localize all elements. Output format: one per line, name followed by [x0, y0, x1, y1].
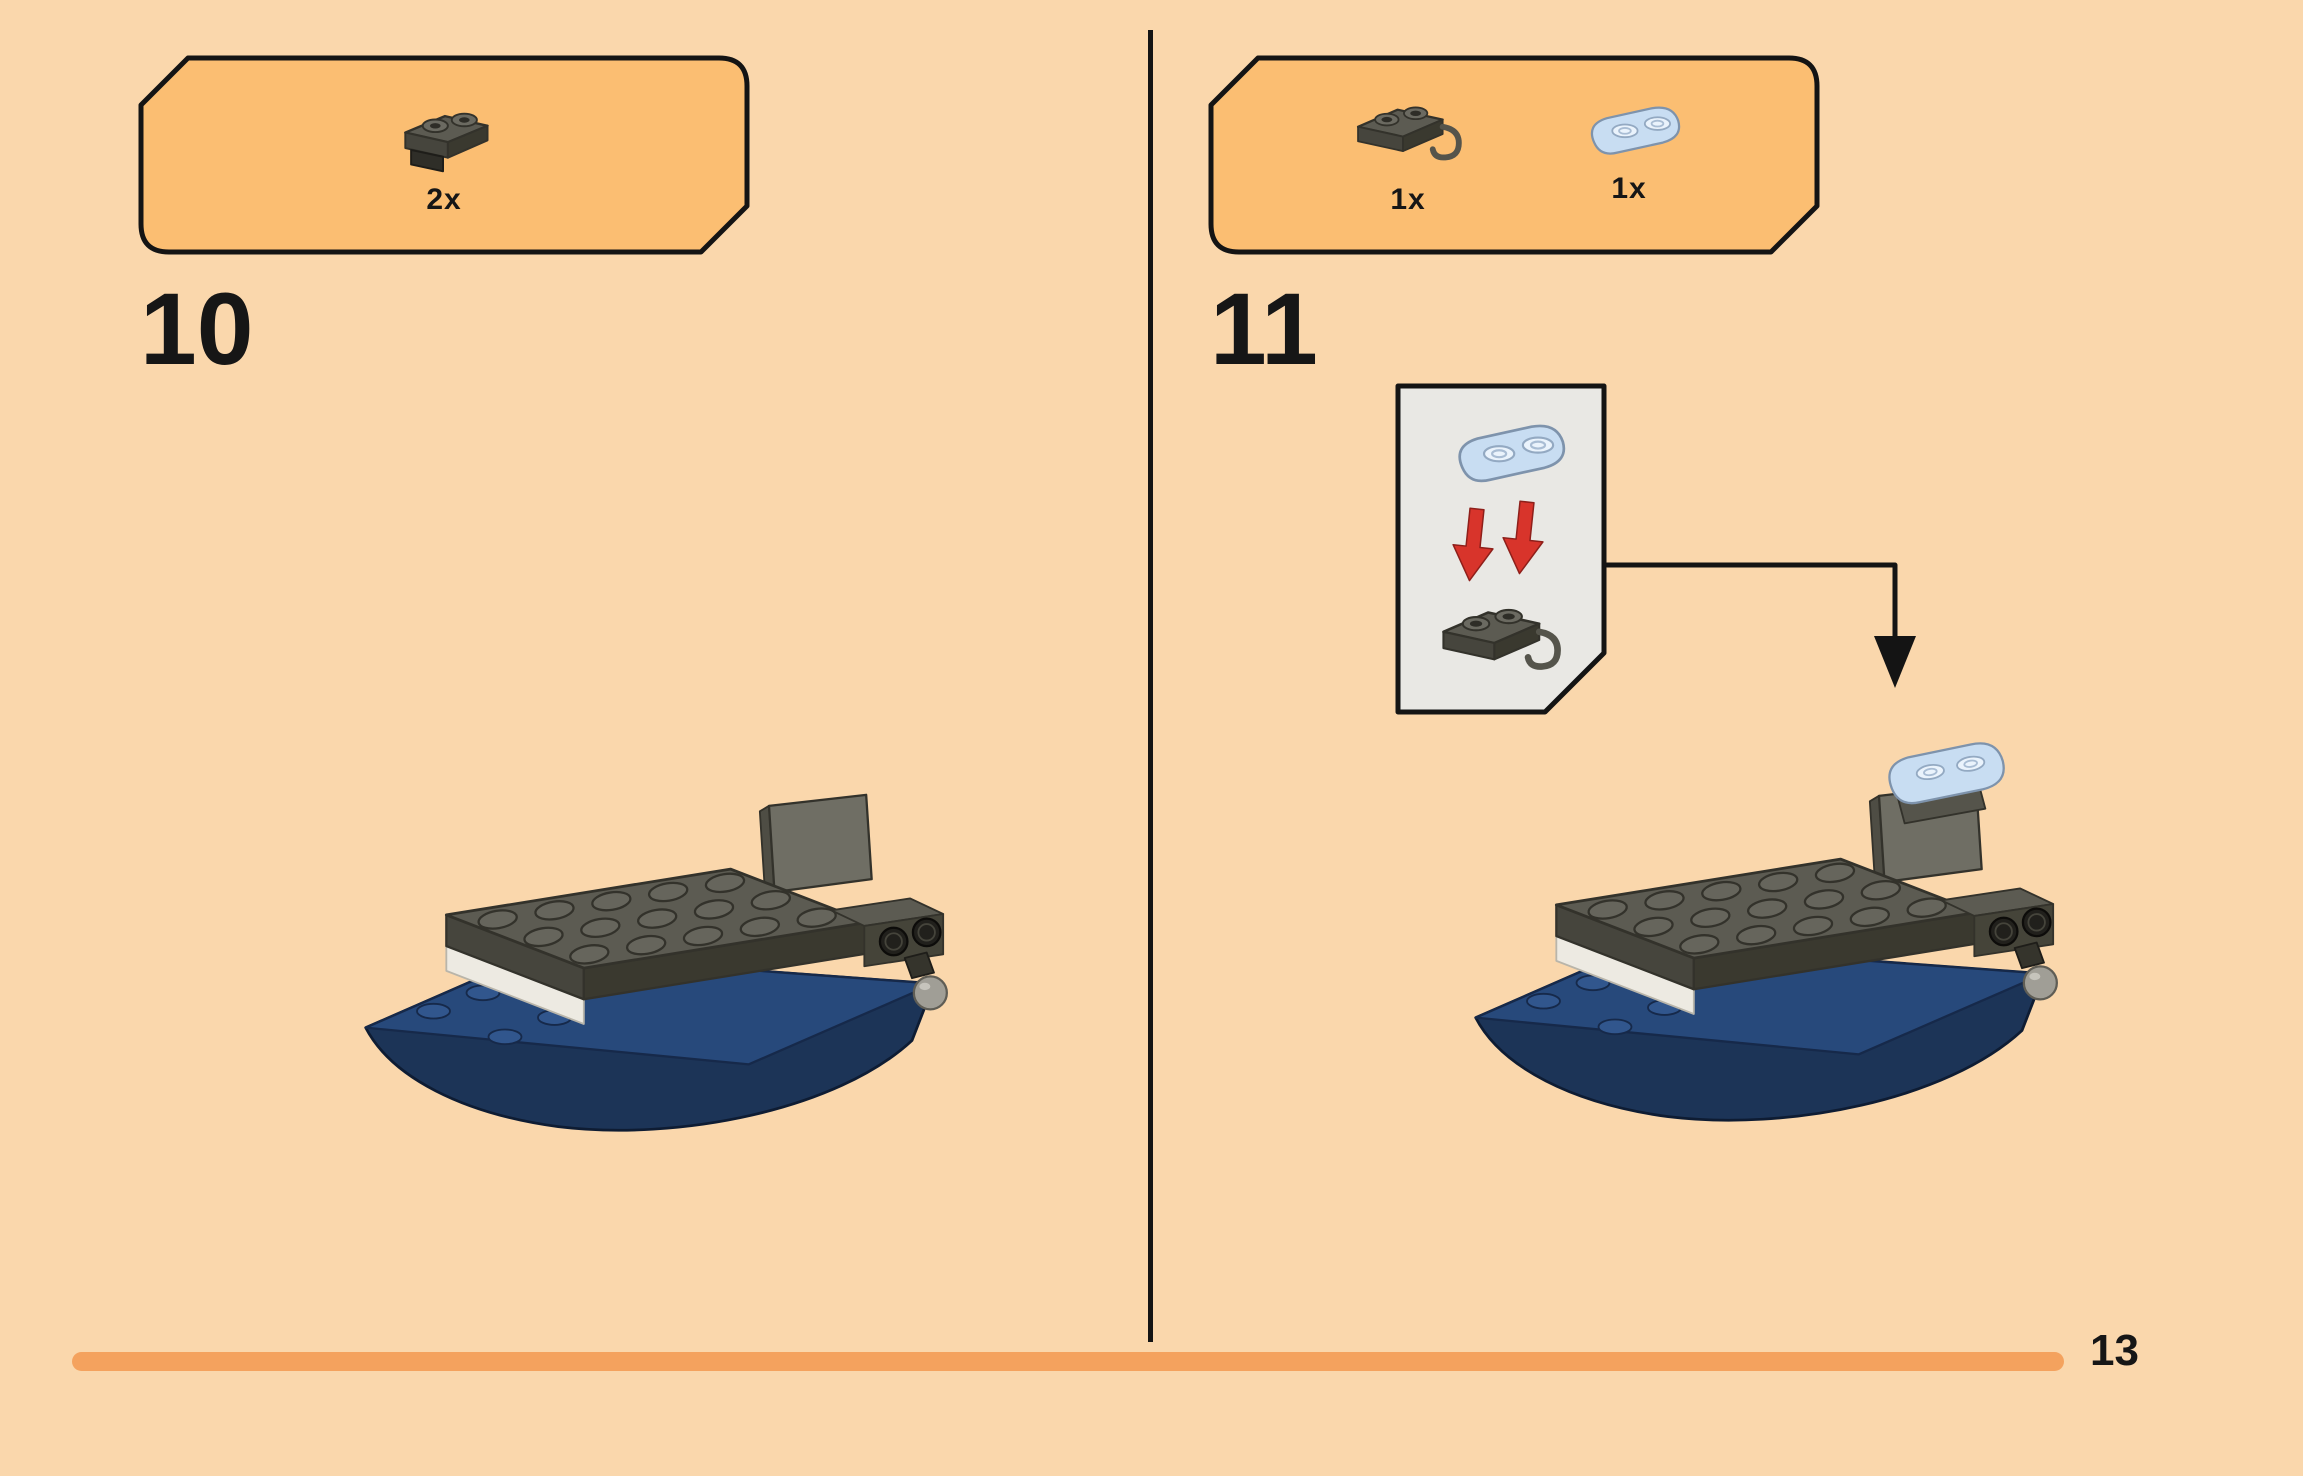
- step-10-parts-callout: 2x: [138, 55, 750, 255]
- sub-assembly-inset: [1395, 383, 1607, 715]
- boat-assembly-illustration-step-11: [1428, 702, 2088, 1172]
- part-count: 2x: [426, 182, 462, 216]
- part-count: 1x: [1611, 172, 1647, 205]
- step-number-10: 10: [140, 272, 254, 386]
- part-entry: 1x: [1568, 100, 1690, 206]
- inset-box-outline: [1395, 383, 1607, 715]
- boat-assembly-illustration-step-10: [318, 712, 978, 1182]
- page-number: 13: [2090, 1326, 2139, 1375]
- bracket-plate-icon: [381, 90, 507, 179]
- red-insert-arrows: [1452, 500, 1544, 582]
- part-entry: 2x: [381, 90, 507, 217]
- footer-accent-bar: [72, 1352, 2064, 1371]
- step-number-11: 11: [1210, 272, 1318, 386]
- round-plate-icon: [1568, 100, 1690, 168]
- clip-plate-icon: [1338, 89, 1478, 179]
- step-11-parts-callout: 1x 1x: [1208, 55, 1820, 255]
- callout-box-outline: [1208, 55, 1820, 255]
- part-entry: 1x: [1338, 89, 1478, 217]
- step-divider-line: [1148, 30, 1153, 1342]
- assembly-pointer-arrow: [1604, 562, 1916, 688]
- attached-round-plate: [1889, 743, 2003, 823]
- part-count: 1x: [1390, 183, 1426, 216]
